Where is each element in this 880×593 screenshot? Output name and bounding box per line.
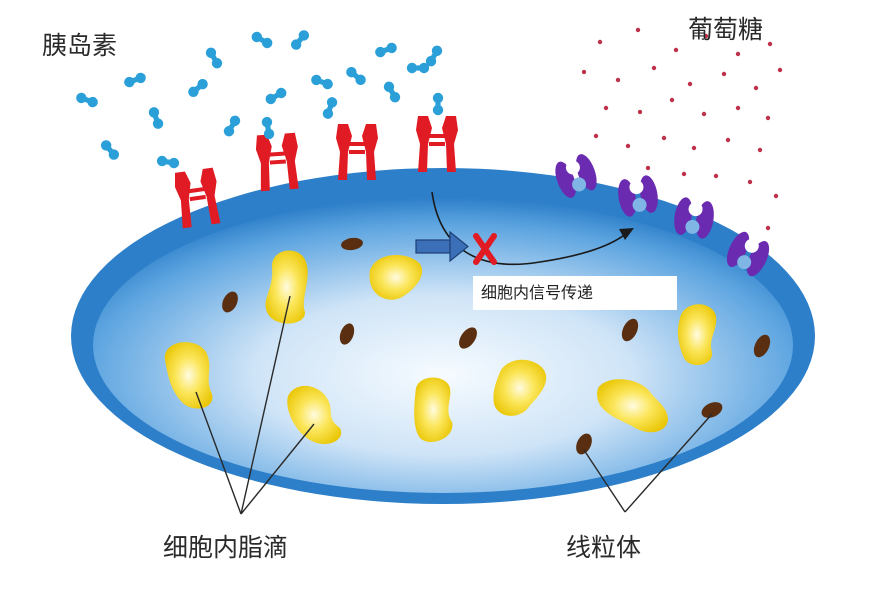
glucose-molecule-icon bbox=[681, 171, 687, 177]
glucose-molecule-icon bbox=[669, 97, 675, 103]
glucose-molecule-icon bbox=[753, 85, 759, 91]
pointer-line bbox=[583, 449, 626, 513]
insulin-molecule-icon bbox=[288, 28, 312, 52]
insulin-label: 胰岛素 bbox=[42, 31, 118, 60]
lipid-droplets bbox=[164, 250, 717, 445]
glucose-molecule-icon bbox=[735, 51, 741, 57]
glucose-molecule-icon bbox=[703, 33, 709, 39]
glucose-molecule-icon bbox=[765, 115, 771, 121]
glucose-molecule-icon bbox=[713, 173, 719, 179]
glucose-molecule-icon bbox=[687, 81, 693, 87]
pointer-line bbox=[240, 423, 315, 515]
lipid-droplet bbox=[164, 342, 213, 409]
glucose-molecule-icon bbox=[691, 145, 697, 151]
glucose-molecule-icon bbox=[635, 27, 641, 33]
lipid-droplet bbox=[287, 385, 342, 445]
glucose-molecule-icon bbox=[637, 109, 643, 115]
insulin-molecule-icon bbox=[98, 138, 122, 162]
lipid-droplet bbox=[597, 379, 668, 433]
mitochondrion bbox=[341, 237, 363, 251]
glucose-molecule-icon bbox=[701, 111, 707, 117]
insulin-molecule-icon bbox=[381, 79, 403, 105]
glucose-molecule-icon bbox=[765, 225, 771, 231]
insulin-molecule-icon bbox=[432, 92, 444, 116]
mitochondrion bbox=[753, 334, 771, 358]
glucose-molecule-icon bbox=[721, 71, 727, 77]
glucose-molecule-icon bbox=[735, 105, 741, 111]
glucose-molecule-icon bbox=[777, 67, 783, 73]
insulin-molecule-icon bbox=[203, 45, 225, 71]
signal-arrowhead-icon bbox=[619, 228, 634, 240]
insulin-molecule-icon bbox=[74, 91, 100, 109]
pointer-line bbox=[624, 413, 713, 513]
signal-curve bbox=[431, 191, 629, 266]
glucose-molecule-icon bbox=[673, 47, 679, 53]
mitochondrion bbox=[701, 402, 723, 418]
glucose-molecule-icon bbox=[757, 147, 763, 153]
blocked-x-icon bbox=[473, 233, 497, 265]
signal-pathway bbox=[415, 191, 634, 266]
mitochondrion bbox=[339, 323, 355, 345]
insulin-receptor-icon bbox=[416, 116, 458, 172]
insulin-molecule-icon bbox=[321, 95, 339, 121]
pointer-lines bbox=[195, 295, 713, 515]
glucose-molecule-icon bbox=[651, 65, 657, 71]
mitochondrion bbox=[576, 433, 592, 455]
glucose-molecule-icon bbox=[625, 143, 631, 149]
lipid-droplet bbox=[414, 377, 453, 443]
insulin-receptor-icon bbox=[336, 124, 378, 180]
mitochondria bbox=[222, 237, 771, 455]
insulin-molecule-icon bbox=[344, 64, 368, 88]
insulin-molecule-icon bbox=[406, 62, 430, 74]
insulin-molecule-icon bbox=[249, 29, 275, 51]
glucose-molecule-icon bbox=[767, 41, 773, 47]
glucose-molecule-icon bbox=[661, 135, 667, 141]
signal-arrow-icon bbox=[415, 230, 469, 263]
lipid-droplet-label: 细胞内脂滴 bbox=[163, 533, 289, 562]
pointer-line bbox=[195, 391, 242, 515]
glucose-molecule-icon bbox=[747, 179, 753, 185]
mitochondrion bbox=[459, 327, 477, 349]
insulin-receptor-icon bbox=[254, 132, 301, 192]
glucose-molecule-icon bbox=[597, 39, 603, 45]
insulin-molecule-icon bbox=[147, 105, 165, 131]
insulin-molecule-icon bbox=[373, 41, 399, 59]
pointer-line bbox=[240, 295, 291, 515]
mitochondrion bbox=[621, 318, 639, 342]
lipid-droplet bbox=[493, 359, 547, 416]
lipid-droplet bbox=[369, 254, 423, 300]
insulin-molecule-icon bbox=[309, 73, 335, 91]
mitochondria-label: 线粒体 bbox=[566, 533, 642, 562]
glucose-molecule-icon bbox=[645, 165, 651, 171]
lipid-droplet bbox=[265, 250, 308, 324]
mitochondrion bbox=[222, 291, 238, 313]
insulin-molecule-icon bbox=[156, 154, 180, 170]
signal-label: 细胞内信号传递 bbox=[473, 276, 677, 310]
glucose-molecule-icon bbox=[603, 105, 609, 111]
insulin-molecule-icon bbox=[263, 85, 289, 107]
insulin-molecule-icon bbox=[122, 71, 148, 89]
glucose-molecule-icon bbox=[725, 137, 731, 143]
glucose-molecule-icon bbox=[773, 193, 779, 199]
glucose-molecule-icon bbox=[593, 133, 599, 139]
glucose-label: 葡萄糖 bbox=[688, 15, 764, 44]
glucose-molecule-icon bbox=[615, 77, 621, 83]
glucose-molecule-icon bbox=[581, 69, 587, 75]
lipid-droplet bbox=[677, 304, 717, 366]
insulin-molecule-icon bbox=[186, 76, 210, 100]
insulin-molecule-icon bbox=[221, 113, 243, 139]
glucose-molecules bbox=[581, 27, 783, 231]
